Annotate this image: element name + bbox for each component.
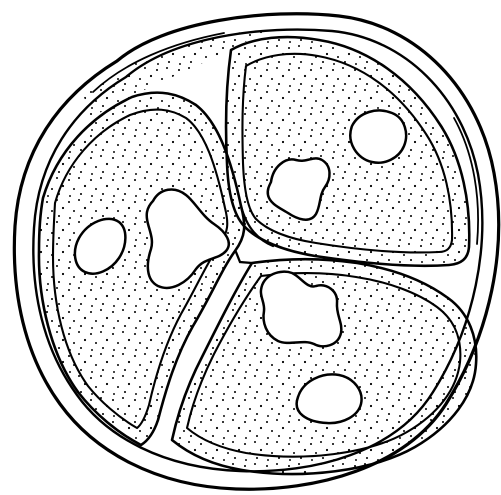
- cell-top-right-nucleus: [350, 111, 406, 163]
- cell-top-right-wall: [226, 37, 469, 266]
- junction-wall-vertical: [236, 252, 252, 263]
